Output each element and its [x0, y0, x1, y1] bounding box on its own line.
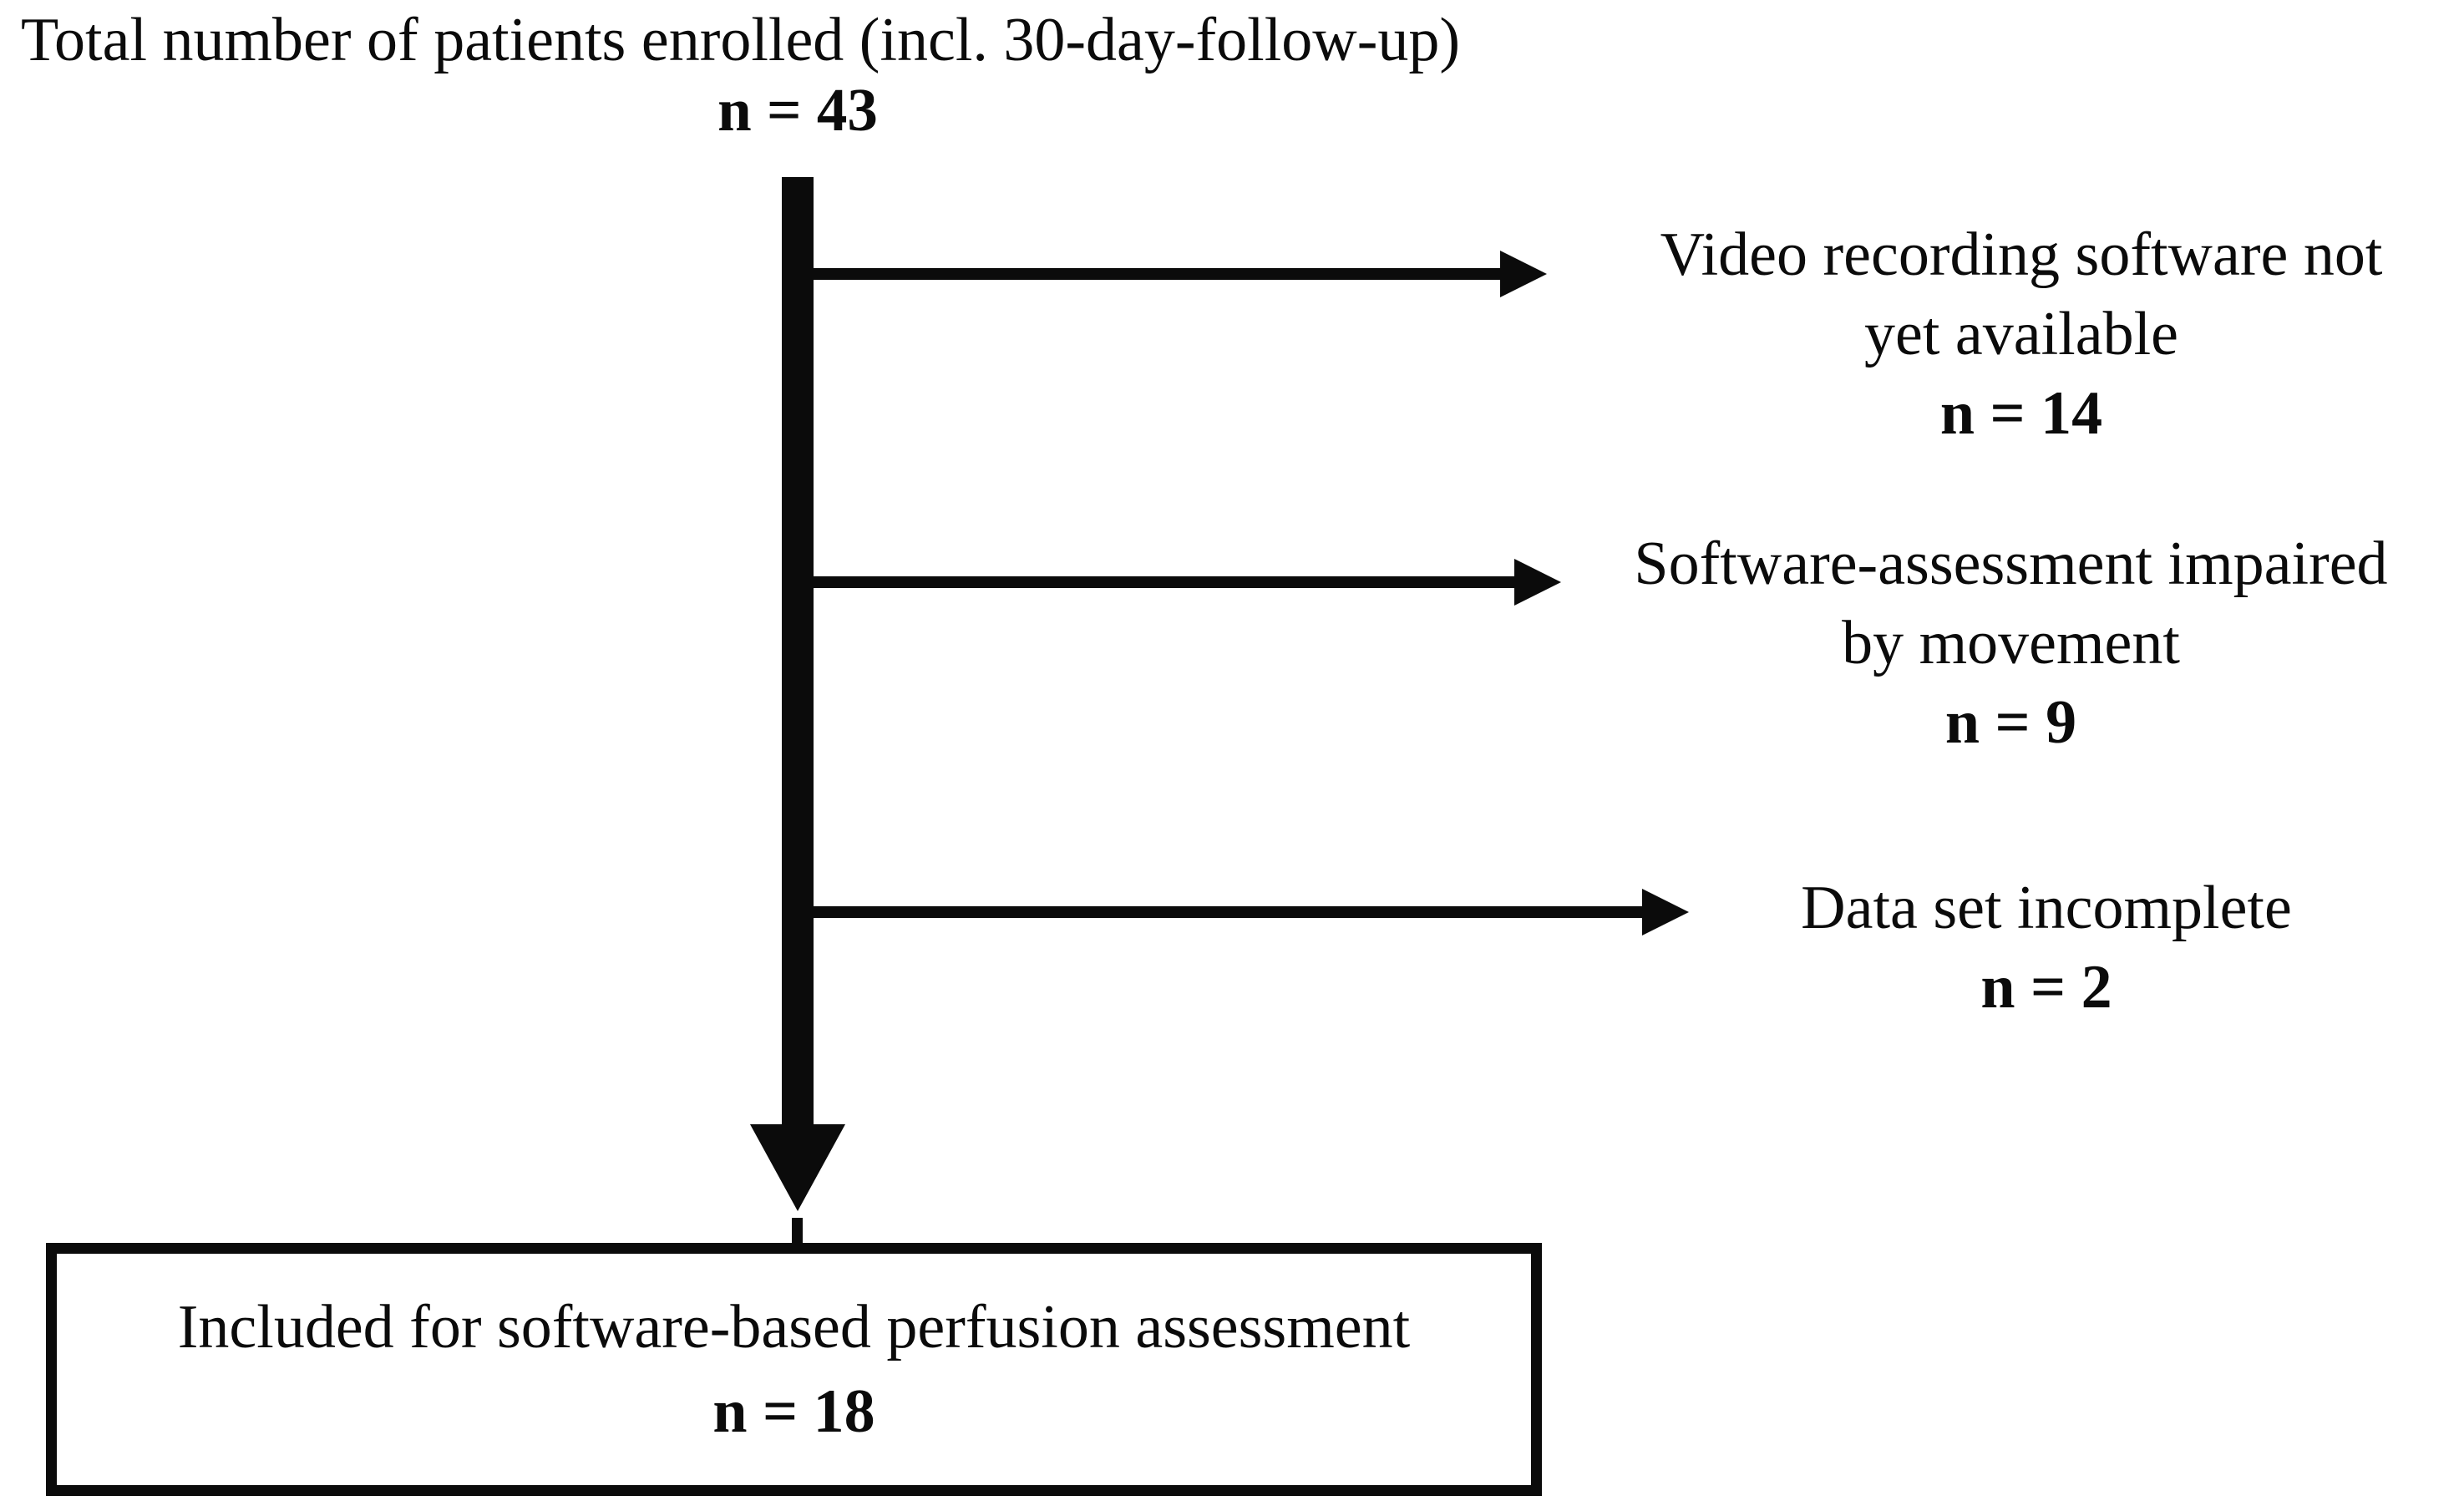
- branch-arrow-shaft-2: [814, 576, 1515, 588]
- right-arrowhead-icon-1: [1500, 251, 1547, 297]
- exclusion-3-count: n = 2: [1980, 953, 2112, 1022]
- exclusion-1-line-1: Video recording software not: [1660, 221, 2383, 289]
- right-arrowhead-icon-2: [1514, 559, 1561, 606]
- enrollment-count: n = 43: [717, 76, 878, 144]
- included-box: Included for software-based perfusion as…: [46, 1243, 1542, 1496]
- exclusion-1-line-2: yet available: [1864, 300, 2178, 368]
- enrollment-label: Total number of patients enrolled (incl.…: [21, 6, 1461, 74]
- included-count: n = 18: [712, 1377, 875, 1446]
- branch-arrow-shaft-1: [814, 268, 1501, 280]
- down-arrow-shaft: [782, 177, 814, 1126]
- exclusion-block-1: Video recording software not yet availab…: [1579, 215, 2464, 454]
- exclusion-block-3: Data set incomplete n = 2: [1629, 869, 2464, 1027]
- down-arrow-tip-tick: [792, 1218, 803, 1246]
- included-label: Included for software-based perfusion as…: [177, 1292, 1411, 1361]
- down-arrowhead-icon: [750, 1124, 845, 1211]
- exclusion-1-count: n = 14: [1939, 379, 2103, 448]
- exclusion-3-line-1: Data set incomplete: [1801, 874, 2292, 942]
- branch-arrow-shaft-3: [814, 906, 1643, 918]
- exclusion-2-line-1: Software-assessment impaired: [1634, 530, 2388, 598]
- exclusion-2-count: n = 9: [1944, 688, 2077, 757]
- exclusion-2-line-2: by movement: [1842, 609, 2180, 677]
- exclusion-block-2: Software-assessment impaired by movement…: [1558, 525, 2464, 763]
- right-arrowhead-icon-3: [1642, 889, 1689, 936]
